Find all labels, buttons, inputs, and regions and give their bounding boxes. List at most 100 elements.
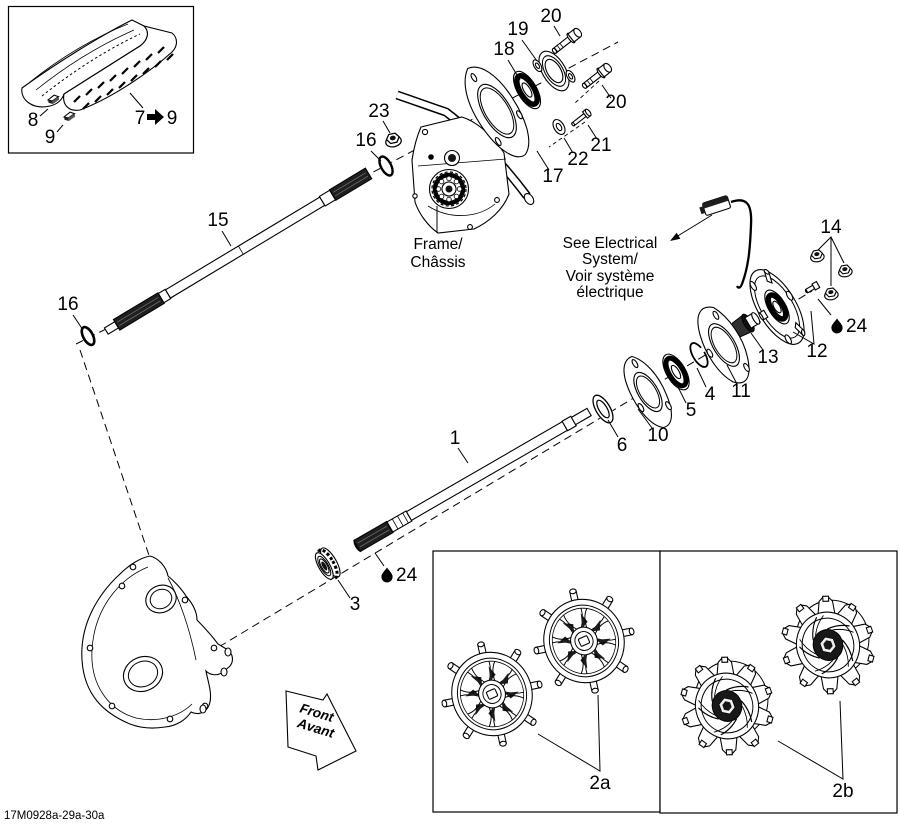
arrowhead bbox=[670, 232, 681, 241]
callout-8: 8 bbox=[28, 108, 49, 131]
flange-19 bbox=[528, 41, 581, 101]
gasket-17 bbox=[447, 50, 547, 173]
callout-22: 22 bbox=[563, 137, 589, 170]
callout-20-right: 20 bbox=[601, 84, 627, 113]
svg-text:4: 4 bbox=[705, 384, 716, 405]
sprocket-gear-3 bbox=[314, 547, 341, 580]
callout-23: 23 bbox=[368, 101, 391, 134]
callout-1: 1 bbox=[450, 428, 469, 464]
bolt-20-right bbox=[579, 60, 615, 93]
svg-text:12: 12 bbox=[806, 341, 827, 362]
callout-24-mid: 24 bbox=[374, 552, 418, 586]
nut-14-a bbox=[808, 248, 826, 264]
svg-text:23: 23 bbox=[368, 101, 389, 122]
callout-6: 6 bbox=[607, 419, 628, 456]
callout-14: 14 bbox=[817, 217, 845, 286]
callout-21: 21 bbox=[587, 124, 612, 156]
svg-text:8: 8 bbox=[28, 110, 39, 131]
nut-14-b bbox=[836, 263, 854, 279]
document-code: 17M0928a-29a-30a bbox=[4, 810, 105, 822]
lubricant-droplet-icon bbox=[381, 567, 393, 583]
frame-note-line2: Châssis bbox=[410, 254, 465, 271]
drive-axle-1 bbox=[353, 407, 592, 553]
drive-sprocket-2a bbox=[441, 641, 543, 747]
svg-text:17: 17 bbox=[542, 166, 563, 187]
callout-12: 12 bbox=[792, 310, 828, 362]
callout-20-top: 20 bbox=[540, 6, 562, 37]
callout-16-left: 16 bbox=[57, 294, 84, 331]
callout-3: 3 bbox=[337, 579, 361, 615]
grease-fitting bbox=[804, 280, 821, 294]
callout-11: 11 bbox=[726, 364, 751, 402]
callout-18: 18 bbox=[493, 39, 521, 81]
svg-text:20: 20 bbox=[605, 92, 626, 113]
electrical-note-line4: électrique bbox=[576, 284, 643, 301]
svg-text:20: 20 bbox=[540, 6, 561, 27]
svg-text:15: 15 bbox=[207, 210, 228, 231]
callouts: 1 2a 2b 3 4 5 6 10 11 12 13 14 15 16 16 … bbox=[28, 6, 868, 802]
svg-text:10: 10 bbox=[647, 425, 668, 446]
electrical-note-line2: System/ bbox=[582, 251, 639, 268]
callout-15: 15 bbox=[207, 210, 232, 247]
drive-sprocket-2b bbox=[781, 595, 875, 695]
oring-6 bbox=[591, 393, 615, 425]
callout-13: 13 bbox=[750, 332, 779, 368]
callout-5: 5 bbox=[675, 382, 696, 421]
bearing-5 bbox=[662, 353, 690, 391]
electrical-note-line3: Voir système bbox=[566, 268, 655, 285]
track-segment bbox=[21, 19, 178, 111]
electrical-connector bbox=[699, 195, 731, 216]
frame-bracket bbox=[395, 90, 535, 234]
callout-2b: 2b bbox=[777, 700, 854, 802]
callout-19: 19 bbox=[507, 19, 538, 62]
svg-text:7: 7 bbox=[135, 108, 146, 129]
frame-note-line1: Frame/ bbox=[413, 236, 463, 253]
speed-sensor-wire bbox=[670, 195, 753, 289]
svg-text:19: 19 bbox=[507, 19, 528, 40]
callout-7-to-9: 7 9 bbox=[129, 92, 178, 129]
drive-sprocket-2b bbox=[680, 656, 774, 756]
hub-flange-12 bbox=[739, 261, 815, 353]
lubricant-droplet-icon bbox=[831, 318, 843, 334]
flange-plate-10 bbox=[606, 341, 688, 442]
svg-text:24: 24 bbox=[396, 565, 418, 586]
svg-text:22: 22 bbox=[567, 149, 588, 170]
oring-16-top bbox=[378, 155, 394, 177]
bolt-20-top bbox=[549, 25, 585, 58]
track-inset bbox=[7, 5, 195, 154]
screw-21 bbox=[569, 107, 593, 129]
svg-text:16: 16 bbox=[355, 130, 376, 151]
flange-housing-11 bbox=[672, 282, 775, 408]
svg-text:11: 11 bbox=[731, 381, 751, 402]
svg-text:24: 24 bbox=[846, 316, 868, 337]
svg-text:16: 16 bbox=[57, 294, 78, 315]
chaincase-housing bbox=[81, 555, 233, 729]
oring-16-left bbox=[80, 325, 96, 347]
nut-14-c bbox=[822, 286, 840, 302]
callout-9: 9 bbox=[45, 124, 64, 148]
washer-22 bbox=[552, 118, 566, 136]
front-arrow: Front Avant bbox=[285, 690, 357, 771]
drive-sprocket-2a bbox=[533, 588, 635, 694]
drive-shaft-15 bbox=[103, 167, 373, 335]
callout-2a: 2a bbox=[537, 694, 611, 794]
sprocket-box-2b bbox=[659, 550, 898, 814]
track-cleats bbox=[73, 46, 174, 110]
chaincase-sprocket bbox=[428, 168, 470, 210]
frame-note: Frame/ Châssis bbox=[410, 206, 466, 271]
svg-text:2a: 2a bbox=[589, 773, 611, 794]
svg-text:2b: 2b bbox=[832, 781, 853, 802]
nut-23 bbox=[383, 131, 403, 149]
bearing-18 bbox=[512, 70, 542, 110]
svg-text:9: 9 bbox=[45, 127, 56, 148]
svg-text:21: 21 bbox=[590, 135, 611, 156]
callout-17: 17 bbox=[536, 150, 564, 187]
svg-text:13: 13 bbox=[757, 347, 778, 368]
svg-text:1: 1 bbox=[450, 428, 461, 449]
svg-text:9: 9 bbox=[167, 108, 178, 129]
callout-24-right: 24 bbox=[817, 298, 868, 337]
svg-text:3: 3 bbox=[350, 594, 361, 615]
callout-4: 4 bbox=[696, 367, 716, 405]
svg-text:6: 6 bbox=[617, 435, 628, 456]
